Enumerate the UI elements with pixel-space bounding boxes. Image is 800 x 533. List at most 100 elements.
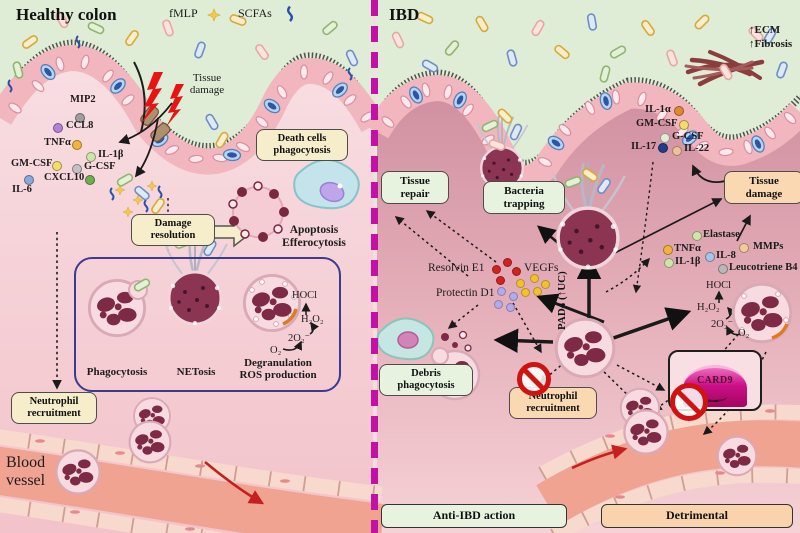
arrows	[52, 102, 767, 435]
ecm-fibrosis-fibers	[684, 50, 765, 87]
resolvin-dot	[492, 265, 501, 274]
bacteria-trapping-box: Bacteria trapping	[483, 181, 565, 215]
h2o2-label-right: H₂O₂	[697, 302, 720, 313]
neutrophil-phagocytosis	[87, 277, 152, 338]
cytokine-il6: IL-6	[12, 184, 32, 195]
macrophage-left	[293, 158, 360, 210]
h2o2-label-left: H₂O₂	[301, 314, 324, 325]
cytokine-elastase: Elastase	[703, 229, 740, 240]
cytokine-gmcsf-left: GM-CSF	[11, 158, 53, 169]
cytokine-mip2: MIP2	[70, 94, 96, 105]
panel-divider	[371, 0, 378, 533]
cytokine-dot-elastase	[692, 231, 702, 241]
ecm-label: ↑ECM	[749, 24, 781, 36]
superoxide-label-left: 2O₂⁻	[288, 333, 311, 344]
debris-phagocytosis-box: Debris phagocytosis	[379, 364, 473, 397]
lightning-bolts	[141, 72, 184, 127]
vegf-dot	[533, 287, 542, 296]
netosis-label: NETosis	[176, 366, 216, 378]
cytokine-il1b-ibd: IL-1β	[675, 256, 701, 267]
cytokine-cxcl10: CXCL10	[44, 172, 85, 183]
prohibition-icon-neutrophil-recruitment	[517, 362, 551, 396]
apoptosis-efferocytosis-label: Apoptosis Efferocytosis	[282, 224, 346, 249]
legend-fmlp-label: fMLP	[169, 6, 198, 20]
cytokine-dot-tnfa-ibd	[663, 245, 673, 255]
anti-ibd-action-legend: Anti-IBD action	[381, 504, 567, 528]
cytokine-gcsf-left: G-CSF	[84, 161, 116, 172]
protectin-dot	[494, 300, 503, 309]
cytokine-dot-gmcsf-ibd	[679, 120, 689, 130]
o2-label-left: O₂	[270, 345, 282, 356]
cytokine-dot-il22	[672, 146, 682, 156]
cytokine-leucotriene-b4: Leucotriene B4	[729, 262, 798, 273]
protectin-d1-label: Protectin D1	[436, 287, 495, 299]
blood-vessel-right	[536, 404, 800, 533]
cytokine-il8: IL-8	[716, 250, 736, 261]
epithelium-right	[365, 69, 800, 192]
neutrophil-recruitment-box-left: Neutrophil recruitment	[11, 392, 97, 425]
cytokine-dot-mip2	[75, 113, 85, 123]
cytokine-tnfa-ibd: TNFα	[674, 243, 701, 254]
damage-crack	[133, 61, 146, 133]
cytokine-dot-gmcsf-left	[52, 161, 62, 171]
resolvin-dot	[496, 276, 505, 285]
resolvin-dot	[512, 267, 521, 276]
cytokine-tnfa-left: TNFα	[44, 137, 71, 148]
panel-title-ibd: IBD	[389, 5, 420, 24]
neutrophil-in-vessel-left	[55, 449, 101, 495]
pad4-label: PAD4 (↑UC)	[556, 271, 568, 330]
neutrophil-in-vessel-right	[716, 435, 758, 477]
protectin-dot	[497, 287, 506, 296]
vegf-dot	[541, 280, 550, 289]
cytokine-il17: IL-17	[631, 141, 657, 152]
cytokine-dot-il1b-left	[86, 152, 96, 162]
vegf-dot	[530, 274, 539, 283]
legend-scfas-label: SCFAs	[238, 6, 272, 20]
vegfs-label: VEGFs	[524, 262, 559, 274]
blood-vessel-label: Blood vessel	[6, 454, 46, 489]
hocl-label-left: HOCl	[292, 290, 318, 301]
cytokine-dot-il6	[24, 175, 34, 185]
phagocytosis-label: Phagocytosis	[86, 366, 148, 378]
o2-label-right: O₂	[738, 328, 750, 339]
cytokine-gmcsf-ibd: GM-CSF	[636, 118, 678, 129]
cytokine-il1a: IL-1α	[645, 104, 671, 115]
panel-title-healthy: Healthy colon	[16, 5, 117, 24]
cytokine-dot-gcsf-left	[72, 164, 82, 174]
damage-resolution-box: Damage resolution	[131, 214, 215, 247]
cytokine-mmps: MMPs	[753, 241, 784, 252]
neutrophil-degranulation	[242, 273, 302, 333]
cytokine-dot-il8	[705, 252, 715, 262]
degranulation-label: Degranulation ROS production	[239, 357, 317, 382]
neutrophil-right-degranulation	[731, 282, 793, 344]
prohibition-icon-card9	[670, 383, 708, 421]
cytokine-dot-il1a	[674, 106, 684, 116]
death-cells-phagocytosis-box: Death cells phagocytosis	[256, 129, 348, 162]
vegf-dot	[516, 279, 525, 288]
cytokine-dot-leucotriene	[718, 264, 728, 274]
resolvin-e1-label: Resolvin E1	[428, 262, 485, 274]
tissue-damage-box: Tissue damage	[724, 171, 800, 205]
apoptotic-cell	[228, 181, 289, 242]
detrimental-legend: Detrimental	[601, 504, 793, 528]
cytokine-dot-gcsf-ibd	[660, 133, 670, 143]
cytokine-dot-cxcl10	[85, 175, 95, 185]
cytokine-dot-il17	[658, 143, 668, 153]
hocl-label-right: HOCl	[706, 280, 732, 291]
effector-mechanisms-outline	[74, 257, 341, 392]
cytokine-dot-ccl8	[53, 123, 63, 133]
neutrophil-crossing-right-b	[623, 409, 669, 455]
resolvin-dot	[503, 258, 512, 267]
cytokine-dot-tnfa-left	[72, 140, 82, 150]
blood-vessel-left	[0, 429, 385, 533]
card9-squiggle-icon	[701, 392, 727, 402]
protectin-dot	[506, 303, 515, 312]
protectin-dot	[509, 292, 518, 301]
cytokine-gcsf-ibd: G-CSF	[672, 131, 704, 142]
cytokine-dot-mmps	[739, 243, 749, 253]
card9-label: CARD9	[697, 375, 733, 386]
superoxide-label-right: 2O₂⁻	[711, 319, 734, 330]
tissue-repair-box: Tissue repair	[381, 171, 449, 205]
cytokine-il1b-left: IL-1β	[98, 149, 124, 160]
